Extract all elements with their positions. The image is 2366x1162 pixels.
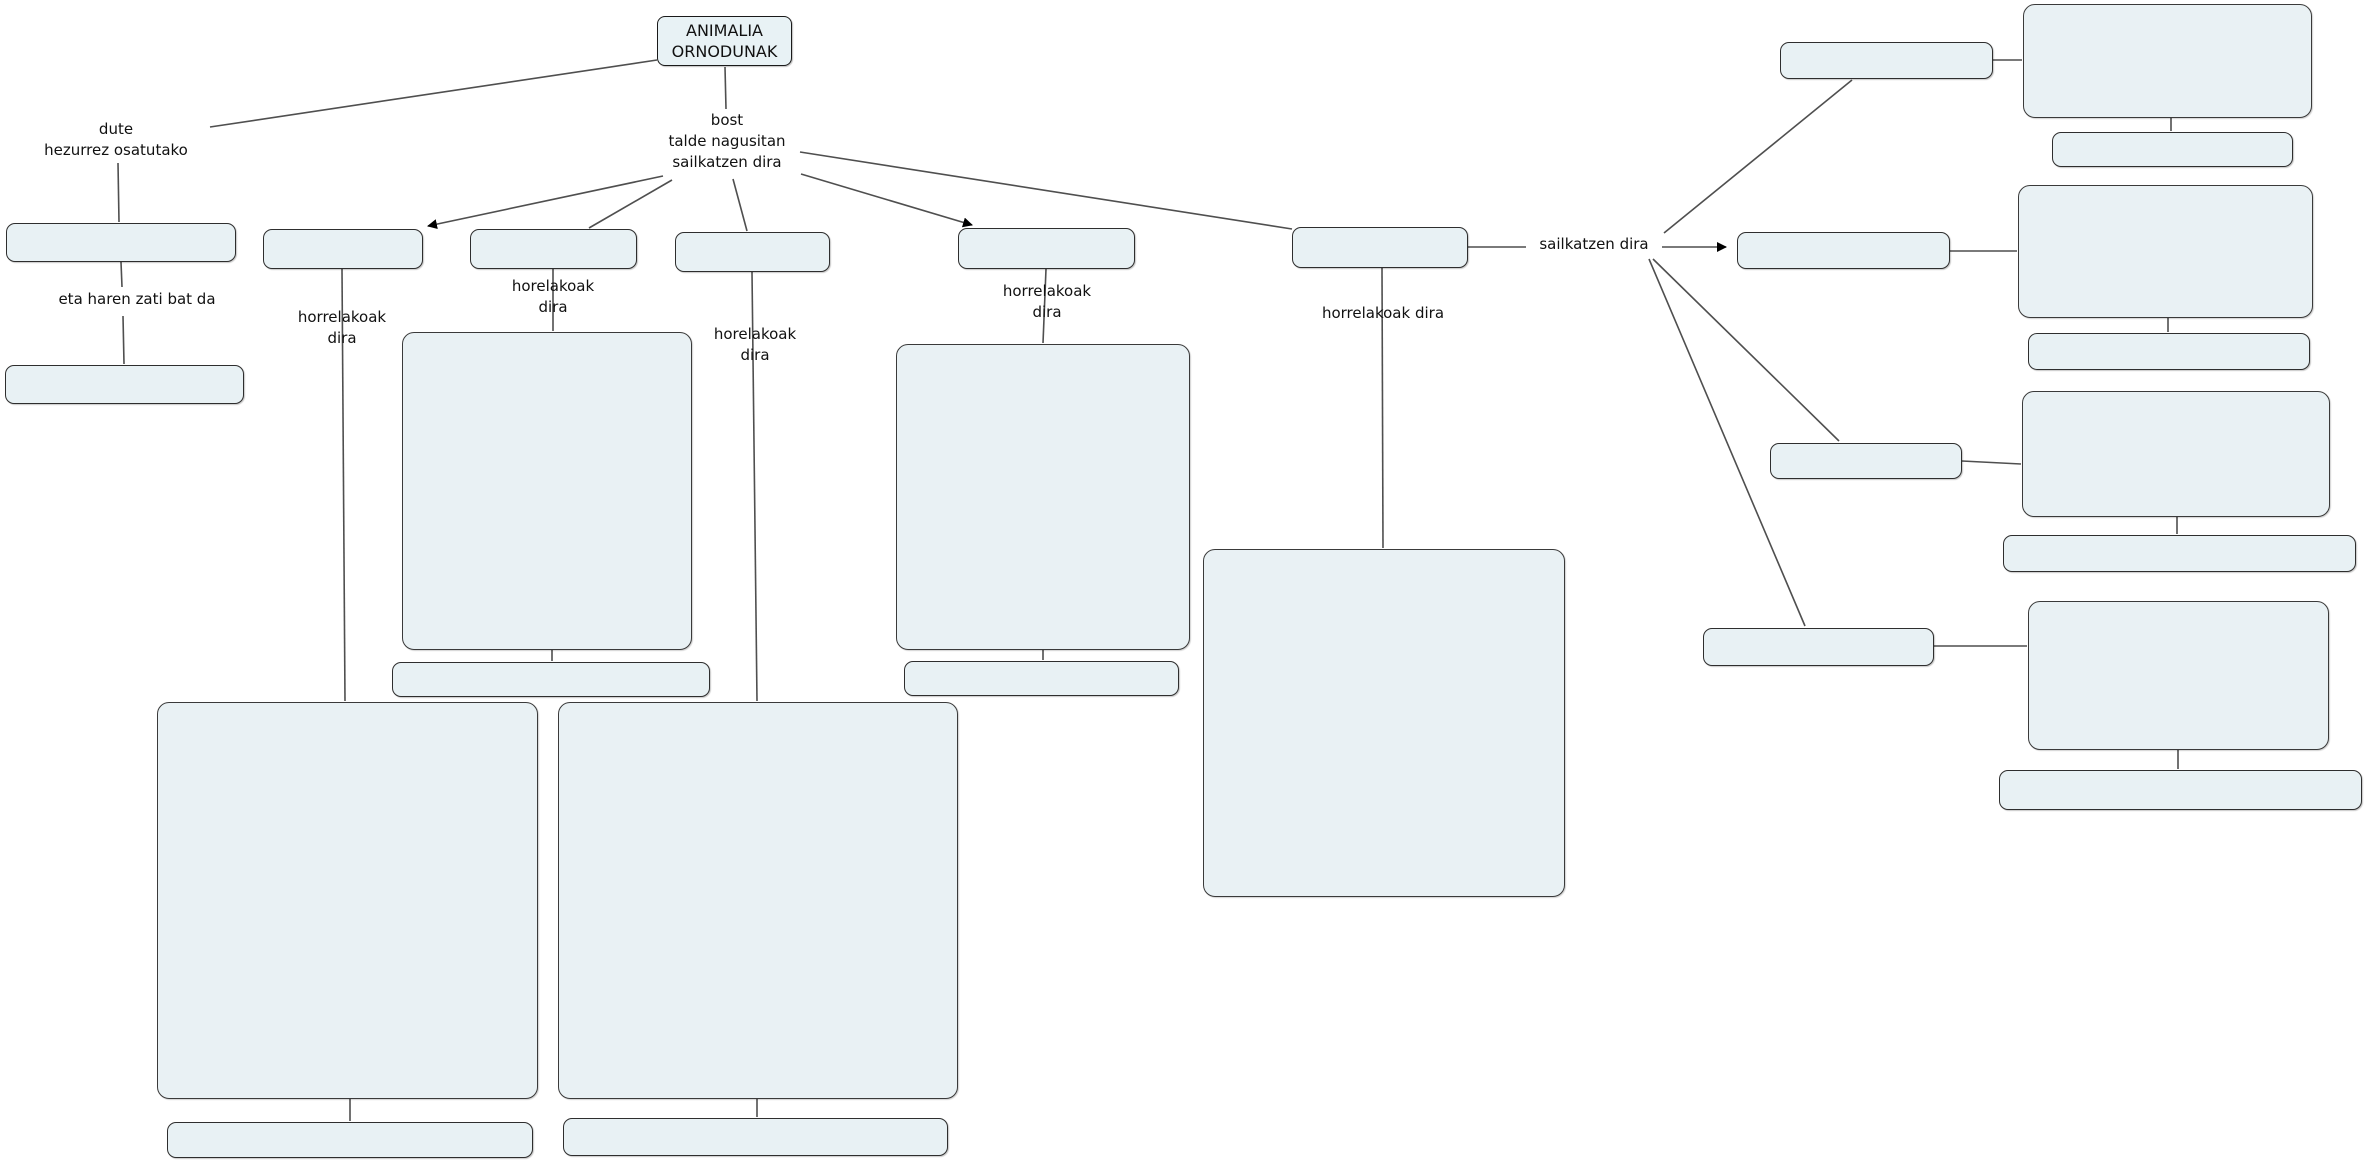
link-sailkatzen-to-right4 (1648, 258, 1806, 627)
caption-box-a[interactable] (167, 1122, 533, 1158)
concept-box-e[interactable] (1292, 227, 1468, 268)
concept-box-right-2[interactable] (1737, 232, 1950, 269)
link-bost-to-d-arrow (800, 173, 973, 228)
link-label-horelakoak-b[interactable]: horelakoak dira (511, 277, 595, 316)
concept-box-right-4[interactable] (1703, 628, 1934, 666)
link-dute-to-left1 (117, 162, 120, 223)
caption-box-right-3[interactable] (2003, 535, 2356, 572)
concept-box-c[interactable] (675, 232, 830, 272)
link-sailkatzen-to-right3 (1652, 258, 1840, 442)
image-placeholder-right-1[interactable] (2023, 4, 2312, 118)
link-label-horrelakoak-e[interactable]: horrelakoak dira (1321, 304, 1445, 322)
link-label-bost[interactable]: bost talde nagusitan sailkatzen dira (668, 111, 786, 171)
link-bost-to-a-arrow (427, 175, 664, 230)
image-placeholder-right-4[interactable] (2028, 601, 2329, 750)
concept-box-root[interactable]: ANIMALIA ORNODUNAK (657, 16, 792, 66)
link-bost-to-e (799, 151, 1293, 230)
link-label-horrelakoak-a[interactable]: horrelakoak dira (297, 308, 387, 347)
link-right3-to-image3 (1961, 460, 2022, 465)
link-bost-to-c (732, 178, 748, 232)
link-label-horelakoak-c[interactable]: horelakoak dira (713, 325, 797, 364)
caption-box-right-2[interactable] (2028, 333, 2310, 370)
image-placeholder-c[interactable] (558, 702, 958, 1099)
link-eta-to-left2 (122, 315, 125, 365)
caption-box-b[interactable] (392, 662, 710, 697)
link-d-to-image-d (1042, 268, 1047, 344)
link-sailkatzen-to-right1 (1663, 79, 1853, 234)
link-root-to-dute (209, 59, 658, 128)
caption-box-right-4[interactable] (1999, 770, 2362, 810)
link-label-horrelakoak-d[interactable]: horrelakoak dira (1002, 282, 1092, 321)
caption-box-right-1[interactable] (2052, 132, 2293, 167)
link-left1-to-eta (120, 261, 123, 288)
concept-box-right-3[interactable] (1770, 443, 1962, 479)
caption-box-c[interactable] (563, 1118, 948, 1156)
link-a-to-image-a (341, 268, 346, 702)
concept-box-right-1[interactable] (1780, 42, 1993, 79)
image-placeholder-a[interactable] (157, 702, 538, 1099)
link-c-to-image-c (751, 271, 758, 702)
image-placeholder-right-3[interactable] (2022, 391, 2330, 517)
image-placeholder-d[interactable] (896, 344, 1190, 650)
concept-box-d[interactable] (958, 228, 1135, 269)
concept-box-left-2[interactable] (5, 365, 244, 404)
image-placeholder-right-2[interactable] (2018, 185, 2313, 318)
concept-box-b[interactable] (470, 229, 637, 269)
link-label-dute[interactable]: dute hezurrez osatutako (44, 120, 188, 159)
caption-box-d[interactable] (904, 661, 1179, 696)
concept-box-left-1[interactable] (6, 223, 236, 262)
image-placeholder-b[interactable] (402, 332, 692, 650)
image-placeholder-e[interactable] (1203, 549, 1565, 897)
concept-box-a[interactable] (263, 229, 423, 269)
link-root-to-bost (724, 66, 727, 110)
link-label-eta[interactable]: eta haren zati bat da (58, 290, 216, 308)
link-label-sailkatzen-right[interactable]: sailkatzen dira (1539, 235, 1649, 253)
link-bost-to-b (588, 179, 673, 229)
link-e-to-image-e (1381, 267, 1384, 549)
